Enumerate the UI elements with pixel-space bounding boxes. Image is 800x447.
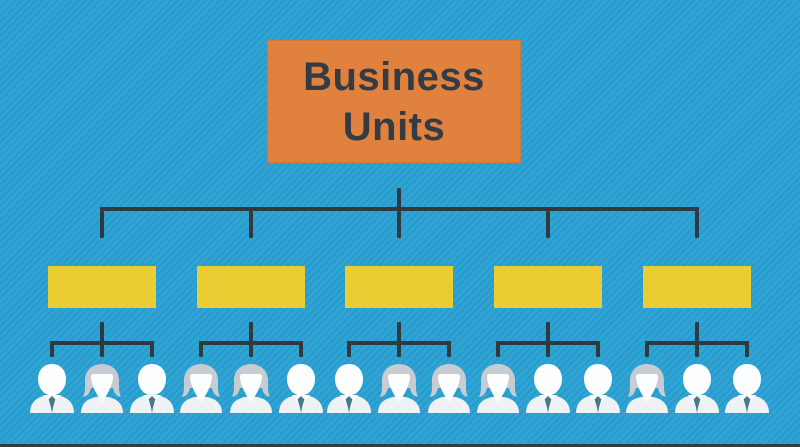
connector-team-stub (695, 322, 699, 357)
person-icon-male (526, 364, 570, 413)
connector-team-stub (100, 322, 104, 357)
unit-box (197, 266, 305, 308)
bottom-edge-bar (0, 444, 800, 447)
connector-team-drop-right (447, 341, 451, 357)
connector-team-drop-right (299, 341, 303, 357)
connector-team-horizontal (496, 341, 600, 345)
person-icon-female (477, 364, 519, 413)
connector-team-drop-left (347, 341, 351, 357)
person-icon-female (378, 364, 420, 413)
connector-team-drop-right (150, 341, 154, 357)
person-icon-female (428, 364, 470, 413)
connector-team-stub (249, 322, 253, 357)
unit-column-unit-2 (177, 0, 325, 447)
connector-unit-drop (249, 211, 253, 238)
connector-team-drop-left (199, 341, 203, 357)
connector-team-drop-right (596, 341, 600, 357)
connector-team-stub (546, 322, 550, 357)
unit-column-unit-3 (325, 0, 473, 447)
connector-unit-drop (100, 211, 104, 238)
connector-team-drop-left (50, 341, 54, 357)
unit-box (345, 266, 453, 308)
person-icon-male (327, 364, 371, 413)
connector-unit-drop (546, 211, 550, 238)
connector-team-horizontal (645, 341, 749, 345)
person-icon-female (230, 364, 272, 413)
unit-column-unit-1 (28, 0, 176, 447)
connector-unit-drop (397, 211, 401, 238)
person-icon-male (279, 364, 323, 413)
person-icon-male (30, 364, 74, 413)
person-icon-female (81, 364, 123, 413)
connector-root-stub (397, 188, 401, 211)
person-icon-male (725, 364, 769, 413)
connector-team-horizontal (50, 341, 154, 345)
root-node-business-units: Business Units (267, 40, 521, 163)
root-node-label: Business Units (303, 54, 485, 149)
person-icon-male (130, 364, 174, 413)
unit-box (48, 266, 156, 308)
connector-team-horizontal (199, 341, 303, 345)
unit-column-unit-4 (474, 0, 622, 447)
unit-column-unit-5 (623, 0, 771, 447)
connector-team-horizontal (347, 341, 451, 345)
connector-team-drop-left (645, 341, 649, 357)
connector-unit-drop (695, 211, 699, 238)
connector-team-stub (397, 322, 401, 357)
person-icon-female (626, 364, 668, 413)
connector-team-drop-left (496, 341, 500, 357)
unit-box (494, 266, 602, 308)
person-icon-male (576, 364, 620, 413)
connector-main-horizontal (100, 207, 699, 211)
connector-team-drop-right (745, 341, 749, 357)
person-icon-female (180, 364, 222, 413)
person-icon-male (675, 364, 719, 413)
unit-box (643, 266, 751, 308)
